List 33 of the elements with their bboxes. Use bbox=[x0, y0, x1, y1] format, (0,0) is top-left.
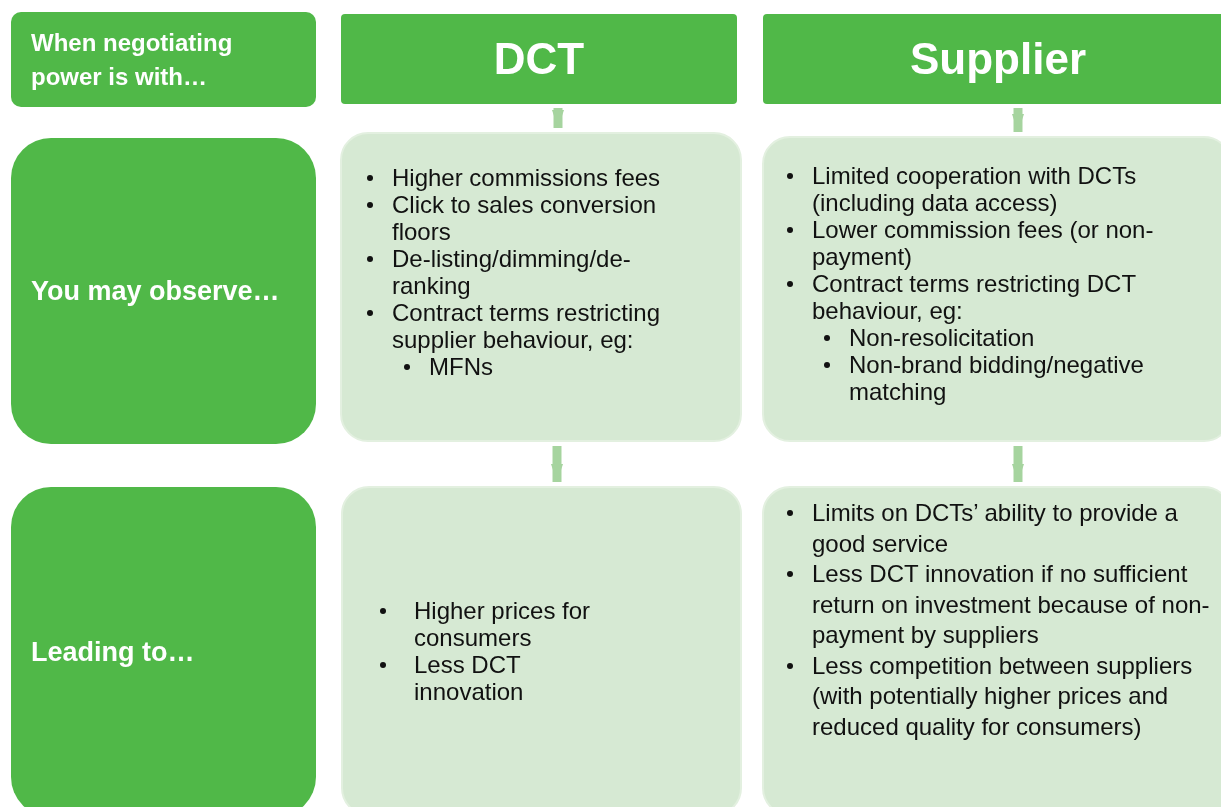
bullet-list-box bbox=[340, 132, 742, 442]
row-heading: Leading to… bbox=[31, 636, 195, 669]
bullet-text: Less DCT innovation if no sufficient return on investment because of non-payment by suppliers bbox=[812, 559, 1211, 650]
bullet-list-box bbox=[762, 136, 1221, 442]
bullet-text: De-listing/dimming/de-ranking bbox=[392, 245, 632, 299]
bullet-text: Less competition between suppliers (with potentially higher prices and reduced quality for consumers) bbox=[812, 650, 1194, 742]
column-header-box bbox=[341, 14, 737, 104]
row-heading: You may observe… bbox=[31, 275, 280, 308]
bullet-text: Higher commissions fees bbox=[392, 164, 662, 191]
row-heading: When negotiating power is with… bbox=[31, 27, 234, 92]
column-heading: DCT bbox=[493, 34, 585, 84]
bullet-text: Contract terms restricting supplier behaviour, eg: bbox=[392, 299, 662, 353]
bullet-text: Limited cooperation with DCTs (including data access) bbox=[812, 162, 1138, 216]
bullet-list-box bbox=[341, 486, 742, 807]
column-header-box bbox=[763, 14, 1221, 104]
bullet-text: Non-brand bidding/negative matching bbox=[849, 351, 1145, 405]
bullet-text: Contract terms restricting DCT behaviour, eg: bbox=[812, 270, 1137, 324]
bullet-text: Less DCT innovation bbox=[414, 651, 525, 705]
arrow bbox=[1012, 108, 1024, 132]
column-heading: Supplier bbox=[910, 34, 1086, 84]
arrow bbox=[1012, 446, 1024, 482]
row-label-box bbox=[11, 138, 316, 444]
bullet-text: MFNs bbox=[429, 353, 494, 380]
row-header-box bbox=[11, 12, 316, 107]
bullet-text: Non-resolicitation bbox=[849, 324, 1036, 351]
bullet-text: Click to sales conversion floors bbox=[392, 191, 658, 245]
arrow bbox=[551, 446, 563, 482]
bullet-text: Limits on DCTs’ ability to provide a good service bbox=[812, 498, 1179, 559]
arrow bbox=[552, 108, 564, 128]
bullet-text: Higher prices for consumers bbox=[414, 597, 592, 651]
bullet-text: Lower commission fees (or non-payment) bbox=[812, 216, 1155, 270]
row-label-box bbox=[11, 487, 316, 807]
bullet-list-box bbox=[762, 486, 1221, 807]
